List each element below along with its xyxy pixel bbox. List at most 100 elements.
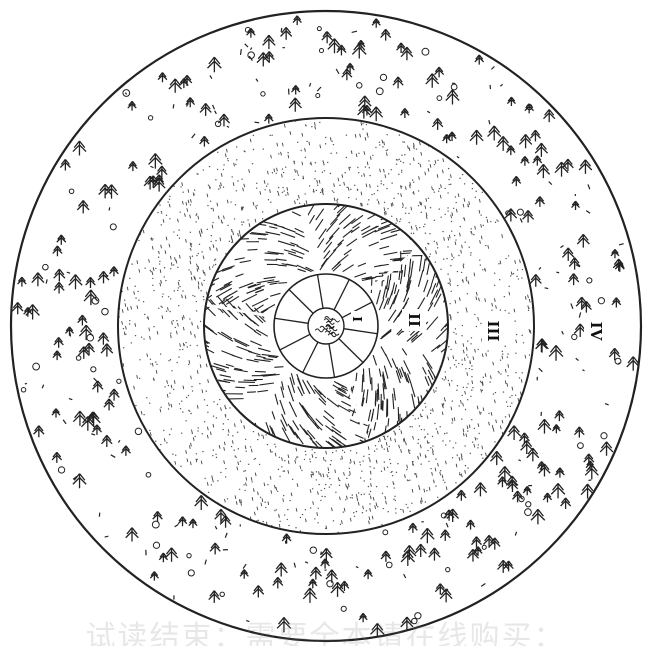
dot-mark <box>472 387 473 388</box>
dot-mark <box>274 510 275 511</box>
dot-mark <box>487 350 488 351</box>
dot-mark <box>209 166 210 167</box>
ring-mark <box>341 606 346 611</box>
tree-symbol <box>615 262 624 272</box>
dot-mark <box>131 342 132 343</box>
dot-mark <box>435 261 436 262</box>
dot-mark <box>401 155 402 156</box>
dot-mark <box>155 441 156 442</box>
dot-mark <box>212 222 213 223</box>
dot-mark <box>467 430 468 431</box>
dot-mark <box>278 469 279 470</box>
dot-mark <box>217 169 218 170</box>
dash-mark <box>588 184 590 189</box>
dot-mark <box>461 335 462 336</box>
dot-mark <box>497 220 498 221</box>
dot-mark <box>469 368 470 369</box>
dot-mark <box>265 434 266 435</box>
dot-mark <box>436 428 437 429</box>
tree-symbol <box>372 19 380 28</box>
tree-symbol <box>470 130 483 145</box>
dot-mark <box>322 160 323 161</box>
dot-mark <box>393 431 394 432</box>
dot-mark <box>457 454 458 455</box>
dot-mark <box>521 335 522 336</box>
tree-symbol <box>128 161 137 171</box>
dot-mark <box>289 500 290 501</box>
tree-symbol <box>581 301 591 312</box>
dot-mark <box>170 268 171 269</box>
dot-mark <box>265 507 266 508</box>
dash-mark <box>241 49 242 55</box>
tree-symbol <box>34 426 45 438</box>
tree-symbol <box>426 74 439 88</box>
dot-mark <box>179 403 180 404</box>
dot-mark <box>394 487 395 488</box>
dot-mark <box>350 167 351 168</box>
ring-mark <box>110 224 116 230</box>
dot-mark <box>412 192 413 193</box>
dot-mark <box>197 430 198 431</box>
tree-symbol <box>552 425 560 434</box>
tree-symbol <box>277 617 291 632</box>
dot-mark <box>343 511 344 512</box>
dot-mark <box>131 263 132 264</box>
dot-mark <box>371 194 372 195</box>
dot-mark <box>422 409 423 410</box>
dot-mark <box>173 231 174 232</box>
dot-mark <box>350 497 351 498</box>
tree-symbol <box>69 275 82 290</box>
dot-mark <box>457 385 458 386</box>
dot-mark <box>143 338 144 339</box>
dot-mark <box>447 273 448 274</box>
hatch-stroke <box>379 273 387 274</box>
dot-mark <box>139 359 140 360</box>
tree-symbol <box>54 337 63 347</box>
tree-symbol <box>488 126 501 141</box>
dot-mark <box>401 171 402 172</box>
dot-mark <box>500 309 501 310</box>
dot-mark <box>395 433 396 434</box>
ring-mark <box>587 278 592 283</box>
dot-mark <box>358 172 359 173</box>
dash-mark <box>215 111 217 114</box>
dot-mark <box>399 134 400 135</box>
ring-mark <box>615 358 621 364</box>
dot-mark <box>384 461 385 462</box>
dot-mark <box>168 385 169 386</box>
dot-mark <box>332 190 333 191</box>
dot-mark <box>333 520 334 521</box>
dot-mark <box>311 449 312 450</box>
dot-mark <box>420 463 421 464</box>
dot-mark <box>169 199 170 200</box>
tree-symbol <box>507 97 515 106</box>
dot-mark <box>383 508 384 509</box>
dot-mark <box>430 447 431 448</box>
dot-mark <box>284 460 285 461</box>
dot-mark <box>494 441 495 442</box>
dash-mark <box>586 211 590 214</box>
tree-symbol <box>521 156 530 165</box>
tree-symbol <box>512 176 521 186</box>
ring-mark <box>517 209 523 215</box>
dot-mark <box>384 439 385 440</box>
dot-mark <box>170 332 171 333</box>
dot-mark <box>510 406 511 407</box>
dot-mark <box>146 397 147 398</box>
dot-mark <box>443 379 444 380</box>
dot-mark <box>467 356 468 357</box>
dot-mark <box>225 468 226 469</box>
dot-mark <box>351 151 352 152</box>
dot-mark <box>277 191 278 192</box>
dot-mark <box>389 446 390 447</box>
dot-mark <box>368 486 369 487</box>
dot-mark <box>188 410 189 411</box>
dot-mark <box>346 187 347 188</box>
dot-mark <box>336 450 337 451</box>
dash-mark <box>192 134 195 138</box>
dot-mark <box>356 511 357 512</box>
dot-mark <box>281 466 282 467</box>
dot-mark <box>391 182 392 183</box>
dot-mark <box>507 353 508 354</box>
ring-mark <box>33 363 40 370</box>
